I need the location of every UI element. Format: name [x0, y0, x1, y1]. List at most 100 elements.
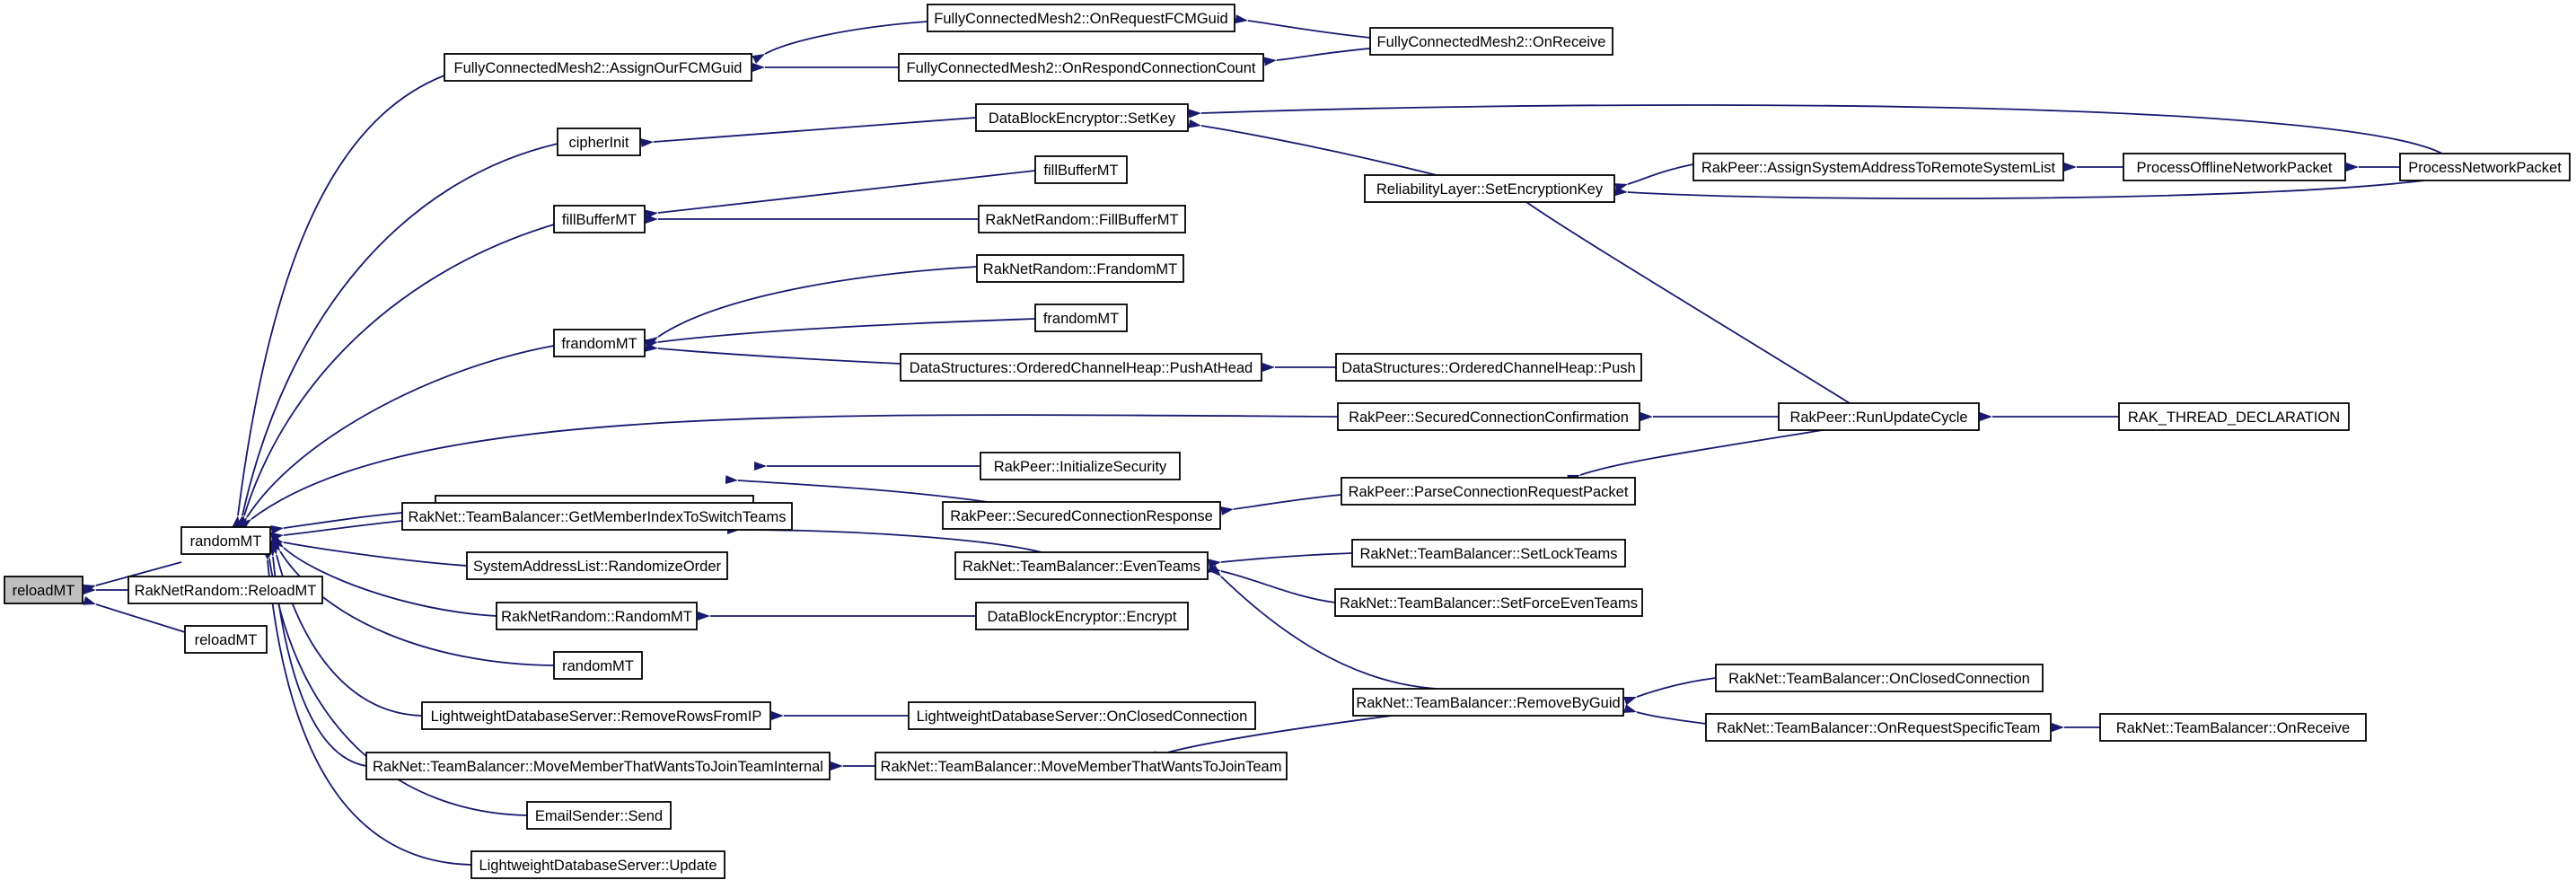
node-label: frandomMT	[1043, 311, 1119, 327]
node-box	[553, 329, 646, 357]
node-fcm-onrespondconncount[interactable]: FullyConnectedMesh2::OnRespondConnection…	[898, 53, 1264, 82]
node-processnetworkpacket[interactable]: ProcessNetworkPacket	[2399, 153, 2571, 181]
node-tb-onrequestspecificteam[interactable]: RakNet::TeamBalancer::OnRequestSpecificT…	[1705, 713, 2052, 742]
node-box	[1352, 688, 1624, 717]
node-rnr-reloadmt[interactable]: RakNetRandom::ReloadMT	[127, 576, 323, 604]
node-fcm-onrequestfcmguid[interactable]: FullyConnectedMesh2::OnRequestFCMGuid	[927, 4, 1235, 32]
node-tb-onclosedconn[interactable]: RakNet::TeamBalancer::OnClosedConnection	[1715, 664, 2044, 692]
node-es-send[interactable]: EmailSender::Send	[526, 801, 672, 830]
node-tb-movemember[interactable]: RakNet::TeamBalancer::MoveMemberThatWant…	[875, 752, 1288, 780]
node-label: LightweightDatabaseServer::RemoveRowsFro…	[431, 709, 762, 725]
node-randommt[interactable]: randomMT	[180, 526, 271, 555]
node-reloadmt-root[interactable]: reloadMT	[4, 576, 84, 604]
node-tb-removebyguid[interactable]: RakNet::TeamBalancer::RemoveByGuid	[1352, 688, 1624, 717]
node-box	[2123, 153, 2346, 181]
node-box	[1337, 402, 1640, 431]
node-ldb-onclosedconn[interactable]: LightweightDatabaseServer::OnClosedConne…	[908, 701, 1256, 730]
node-box	[954, 551, 1209, 580]
node-box	[976, 254, 1184, 283]
node-label: RakNet::TeamBalancer::EvenTeams	[963, 559, 1200, 575]
node-tb-onreceive[interactable]: RakNet::TeamBalancer::OnReceive	[2099, 713, 2367, 742]
node-label: RakNet::TeamBalancer::OnClosedConnection	[1728, 671, 2030, 687]
node-rl-setencryptionkey[interactable]: ReliabilityLayer::SetEncryptionKey	[1364, 174, 1615, 203]
node-box	[365, 752, 831, 780]
node-label: RakNetRandom::ReloadMT	[135, 583, 317, 599]
node-box	[466, 551, 728, 580]
edge-fcm-onreceive-to-fcm-onrespondconncount	[1263, 48, 1371, 66]
node-box	[470, 850, 725, 879]
node-dbe-setkey[interactable]: DataBlockEncryptor::SetKey	[975, 103, 1189, 132]
node-box	[444, 53, 752, 82]
node-fcm-assignourfcmguid[interactable]: FullyConnectedMesh2::AssignOurFCMGuid	[444, 53, 752, 82]
edge-tb-removebyguid-to-tb-movemember	[1154, 715, 1393, 761]
node-box	[553, 651, 643, 680]
node-rp-securedconnconfirm[interactable]: RakPeer::SecuredConnectionConfirmation	[1337, 402, 1640, 431]
edge-fcm-onrequestfcmguid-to-fcm-assignourfcmguid	[752, 21, 928, 65]
edge-rp-parseconnreq-to-rp-securedconnresponse	[1220, 494, 1342, 515]
node-box	[1034, 304, 1128, 332]
node-frandommt[interactable]: frandomMT	[553, 329, 646, 357]
node-rnr-frandommt[interactable]: RakNetRandom::FrandomMT	[976, 254, 1184, 283]
edge-rnr-randommt-to-randommt	[271, 535, 497, 617]
node-och-push[interactable]: DataStructures::OrderedChannelHeap::Push	[1335, 353, 1642, 382]
node-rak-thread-decl[interactable]: RAK_THREAD_DECLARATION	[2118, 402, 2350, 431]
node-box	[1334, 588, 1643, 617]
node-label: RakNetRandom::RandomMT	[501, 609, 692, 625]
node-label: ReliabilityLayer::SetEncryptionKey	[1376, 181, 1604, 198]
node-rp-securedconnresponse[interactable]: RakPeer::SecuredConnectionResponse	[942, 501, 1221, 530]
node-rp-runupdatecycle[interactable]: RakPeer::RunUpdateCycle	[1778, 402, 1980, 431]
node-fcm-onreceive[interactable]: FullyConnectedMesh2::OnReceive	[1369, 27, 1613, 56]
edge-tb-setlockteams-to-tb-eventeams	[1208, 552, 1353, 568]
node-box	[1351, 539, 1626, 568]
node-box	[180, 526, 271, 555]
edge-reloadmt-2-to-reloadmt-root	[83, 596, 186, 633]
node-sal-randomizeorder[interactable]: SystemAddressList::RandomizeOrder	[466, 551, 728, 580]
node-dbe-encrypt[interactable]: DataBlockEncryptor::Encrypt	[975, 602, 1189, 630]
node-label: SystemAddressList::RandomizeOrder	[473, 559, 722, 575]
node-tb-getmemberindex[interactable]: RakNet::TeamBalancer::GetMemberIndexToSw…	[401, 502, 793, 531]
edge-fillbuffermt-2-to-fillbuffermt	[645, 170, 1036, 219]
node-box	[1335, 353, 1642, 382]
edge-sal-randomizeorder-to-randommt	[270, 535, 468, 567]
edge-tb-onclosedconn-to-tb-removebyguid	[1623, 677, 1717, 706]
node-cipherinit[interactable]: cipherInit	[557, 128, 641, 156]
node-rp-assignsysaddr[interactable]: RakPeer::AssignSystemAddressToRemoteSyst…	[1692, 153, 2064, 181]
node-box	[1715, 664, 2044, 692]
node-fillbuffermt[interactable]: fillBufferMT	[553, 205, 646, 233]
node-label: RakPeer::SecuredConnectionResponse	[950, 508, 1213, 524]
node-label: ProcessNetworkPacket	[2408, 160, 2562, 176]
node-och-pushathead[interactable]: DataStructures::OrderedChannelHeap::Push…	[900, 353, 1262, 382]
node-processofflinepacket[interactable]: ProcessOfflineNetworkPacket	[2123, 153, 2346, 181]
node-box	[496, 602, 698, 630]
node-tb-moveinternal[interactable]: RakNet::TeamBalancer::MoveMemberThatWant…	[365, 752, 831, 780]
node-box	[557, 128, 641, 156]
node-label: RakNet::TeamBalancer::OnReceive	[2116, 720, 2350, 736]
node-fillbuffermt-2[interactable]: fillBufferMT	[1034, 155, 1128, 184]
node-tb-eventeams[interactable]: RakNet::TeamBalancer::EvenTeams	[954, 551, 1209, 580]
node-box	[4, 576, 84, 604]
node-rnr-fillbuffermt[interactable]: RakNetRandom::FillBufferMT	[978, 205, 1186, 233]
node-label: FullyConnectedMesh2::OnRequestFCMGuid	[934, 11, 1227, 27]
node-tb-setforceeventeams[interactable]: RakNet::TeamBalancer::SetForceEvenTeams	[1334, 588, 1643, 617]
node-ldb-removerows[interactable]: LightweightDatabaseServer::RemoveRowsFro…	[421, 701, 771, 730]
node-box	[127, 576, 323, 604]
node-label: RakPeer::ParseConnectionRequestPacket	[1349, 484, 1629, 500]
edge-processnetworkpacket-to-rl-setencryptionkey	[1614, 180, 2425, 199]
node-label: cipherInit	[569, 135, 629, 151]
node-label: RakNetRandom::FrandomMT	[983, 261, 1177, 277]
node-box	[184, 625, 268, 654]
node-ldb-update[interactable]: LightweightDatabaseServer::Update	[470, 850, 725, 879]
node-reloadmt-2[interactable]: reloadMT	[184, 625, 268, 654]
edge-cipherinit-to-randommt	[235, 143, 558, 529]
node-label: RakNet::TeamBalancer::SetForceEvenTeams	[1340, 595, 1638, 612]
edge-rp-runupdatecycle-to-rp-parseconnreq	[1567, 429, 1824, 484]
node-randommt-2[interactable]: randomMT	[553, 651, 643, 680]
node-rp-parseconnreq[interactable]: RakPeer::ParseConnectionRequestPacket	[1341, 477, 1636, 506]
node-box	[975, 103, 1189, 132]
edge-fillbuffermt-to-randommt	[236, 224, 555, 529]
node-rp-initializesecurity[interactable]: RakPeer::InitializeSecurity	[980, 452, 1181, 480]
node-tb-setlockteams[interactable]: RakNet::TeamBalancer::SetLockTeams	[1351, 539, 1626, 568]
node-box	[1364, 174, 1615, 203]
node-frandommt-2[interactable]: frandomMT	[1034, 304, 1128, 332]
node-rnr-randommt[interactable]: RakNetRandom::RandomMT	[496, 602, 698, 630]
